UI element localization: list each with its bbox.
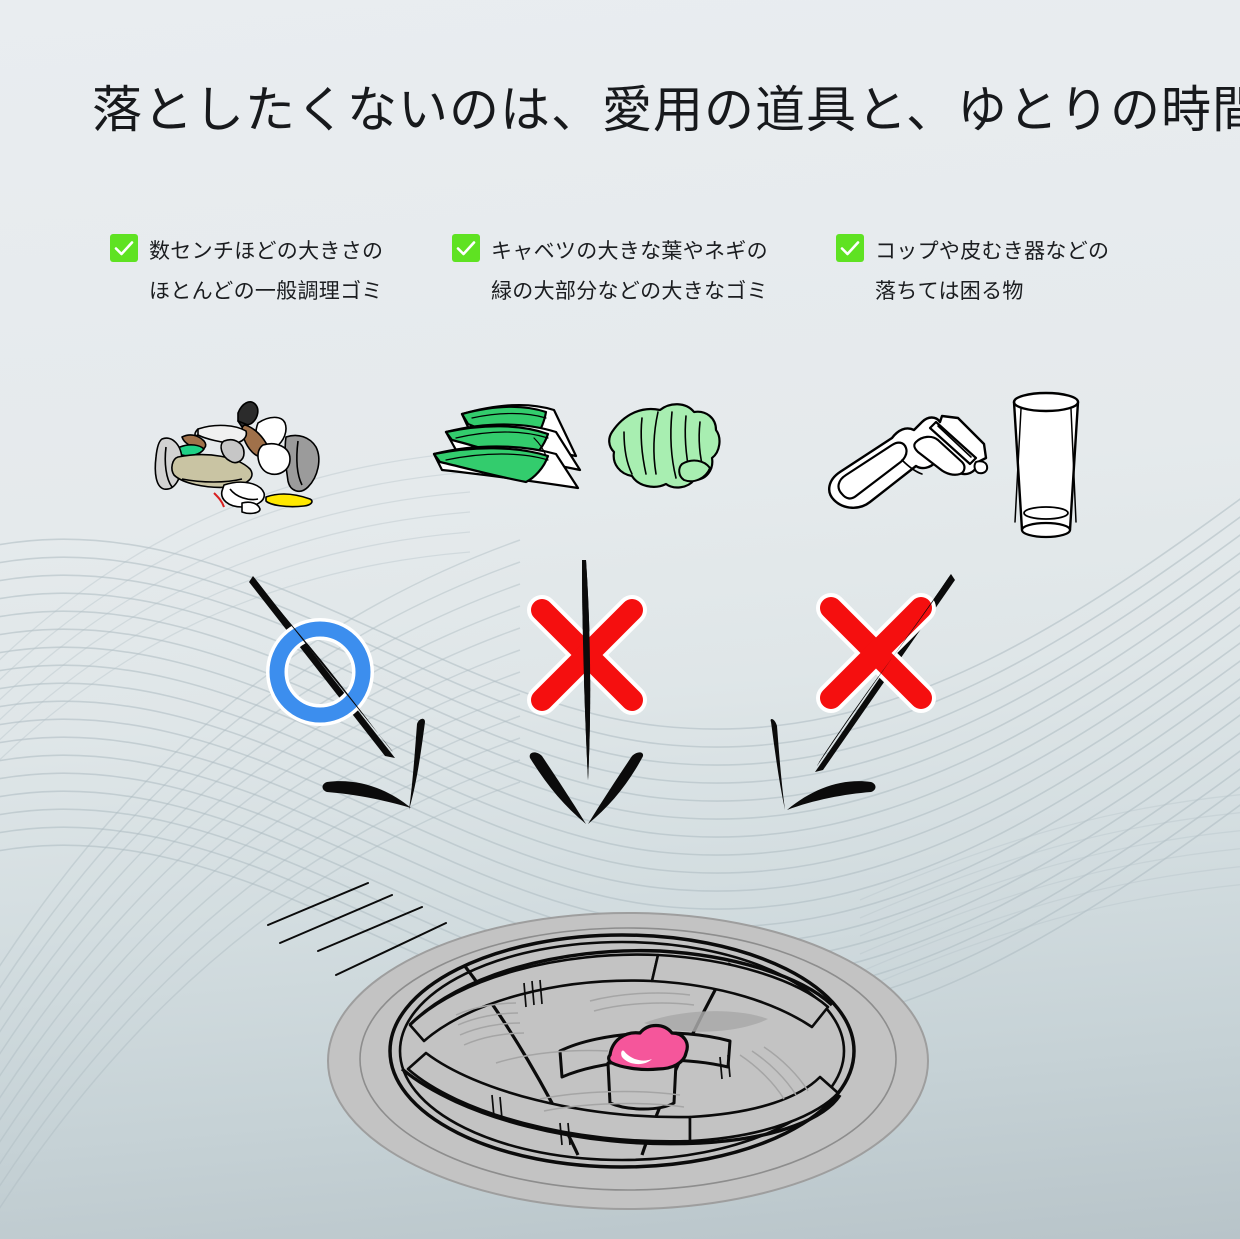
green-onion-and-cabbage-illustration: [428, 388, 728, 513]
caption-row: 数センチほどの大きさの ほとんどの一般調理ゴミ キャベツの大きな葉やネギの 緑の…: [0, 232, 1240, 332]
caption-line-1: キャベツの大きな葉やネギの: [491, 240, 768, 263]
caption-item-2: キャベツの大きな葉やネギの 緑の大部分などの大きなゴミ: [452, 232, 768, 312]
caption-line-1: コップや皮むき器などの: [875, 240, 1110, 263]
page-title: 落としたくないのは、愛用の道具と、ゆとりの時間: [92, 82, 1240, 138]
circle-ok-mark: [269, 621, 371, 723]
peeler-and-glass-illustration: [818, 382, 1118, 547]
caption-item-1: 数センチほどの大きさの ほとんどの一般調理ゴミ: [110, 232, 383, 312]
check-icon: [110, 234, 138, 262]
drain-highlight: [644, 1011, 768, 1032]
caption-text: コップや皮むき器などの 落ちては困る物: [875, 232, 1109, 312]
kitchen-scraps-pile-illustration: [138, 385, 368, 540]
cross-ng-mark: [820, 597, 932, 709]
shine-lines: [267, 882, 447, 976]
caption-text: 数センチほどの大きさの ほとんどの一般調理ゴミ: [149, 232, 383, 312]
mark-arrow-row: [0, 560, 1240, 850]
mark-arrow-group-1: [249, 576, 425, 810]
caption-text: キャベツの大きな葉やネギの 緑の大部分などの大きなゴミ: [491, 232, 768, 312]
caption-line-2: 緑の大部分などの大きなゴミ: [491, 280, 768, 303]
caption-line-2: 落ちては困る物: [875, 280, 1024, 303]
mark-arrow-group-3: [770, 574, 955, 810]
caption-item-3: コップや皮むき器などの 落ちては困る物: [836, 232, 1109, 312]
knob-highlight: [621, 1050, 652, 1065]
sink-drain-illustration: [260, 855, 940, 1215]
caption-line-2: ほとんどの一般調理ゴミ: [149, 280, 383, 303]
mark-arrow-group-2: [527, 560, 647, 824]
caption-line-1: 数センチほどの大きさの: [149, 240, 384, 263]
check-icon: [452, 234, 480, 262]
check-icon: [836, 234, 864, 262]
